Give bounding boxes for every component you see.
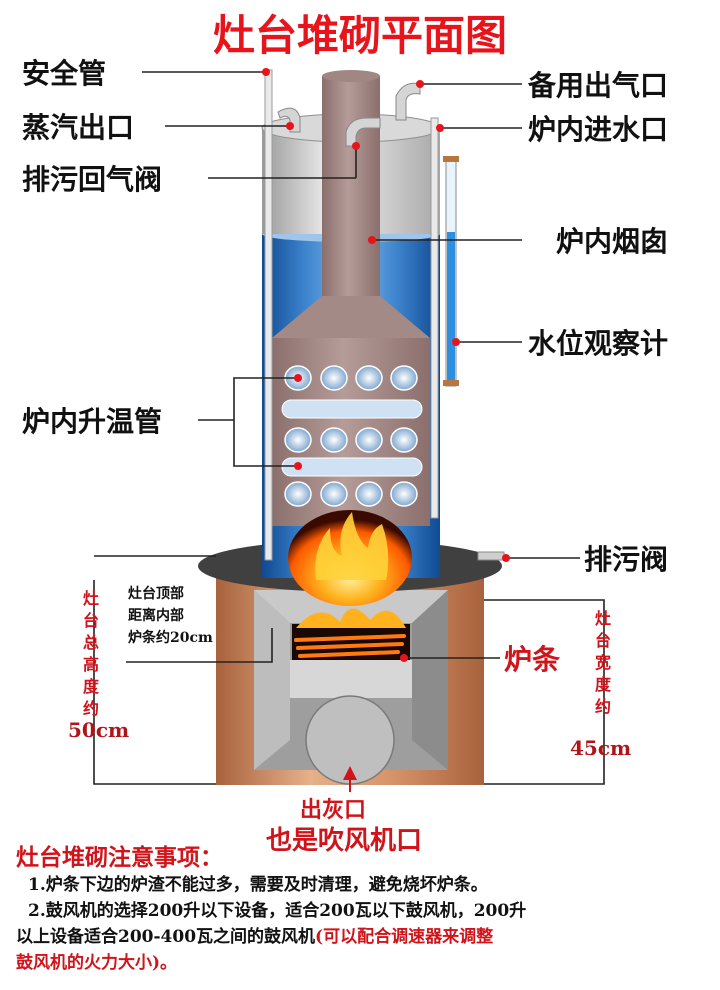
label-width: 灶台宽度约	[594, 609, 611, 716]
label-blower-port: 也是吹风机口	[266, 826, 423, 856]
drain-valve-pipe	[477, 551, 505, 561]
value-width: 45cm	[570, 736, 632, 760]
heating-pipe-holes	[281, 365, 423, 507]
note-item-2b-text: 以上设备适合200-400瓦之间的鼓风机	[16, 927, 316, 947]
callout-dots	[262, 68, 510, 662]
note-top-to-grate-1: 灶台顶部	[128, 586, 184, 602]
label-chimney: 炉内烟囱	[556, 225, 669, 258]
note-top-to-grate-2: 距离内部	[128, 608, 184, 624]
note-item-2d: 鼓风机的火力大小)。	[16, 953, 178, 973]
label-ash-outlet: 出灰口	[300, 797, 367, 823]
notes-heading: 灶台堆砌注意事项：	[16, 844, 223, 871]
label-water-inlet: 炉内进水口	[528, 113, 669, 146]
label-drain-return-valve: 排污回气阀	[22, 163, 163, 196]
page-title: 灶台堆砌平面图	[212, 11, 507, 60]
label-safety-pipe: 安全管	[22, 57, 107, 90]
label-grate: 炉条	[504, 643, 561, 676]
value-total-height: 50cm	[68, 718, 130, 742]
label-spare-outlet: 备用出气口	[528, 69, 669, 102]
safety-pipe	[264, 69, 273, 561]
note-item-1: 1.炉条下边的炉渣不能过多，需要及时清理，避免烧坏炉条。	[28, 875, 488, 895]
label-drain-valve: 排污阀	[584, 543, 669, 576]
water-inlet-pipe	[430, 117, 439, 519]
label-total-height: 灶台总高度约	[82, 589, 99, 718]
note-item-2b: 以上设备适合200-400瓦之间的鼓风机(可以配合调速器来调整	[16, 924, 696, 950]
label-water-gauge: 水位观察计	[528, 327, 669, 360]
note-item-2a: 2.鼓风机的选择200升以下设备，适合200瓦以下鼓风机，200升	[28, 901, 527, 921]
note-top-to-grate-3: 炉条约20cm	[128, 630, 213, 646]
label-heating-pipes: 炉内升温管	[22, 405, 163, 438]
note-item-2c: (可以配合调速器来调整	[315, 927, 494, 947]
leader-lines	[93, 71, 605, 786]
ash-arrow	[343, 766, 357, 780]
chimney-pipe	[322, 76, 380, 296]
label-steam-outlet: 蒸汽出口	[22, 111, 135, 144]
